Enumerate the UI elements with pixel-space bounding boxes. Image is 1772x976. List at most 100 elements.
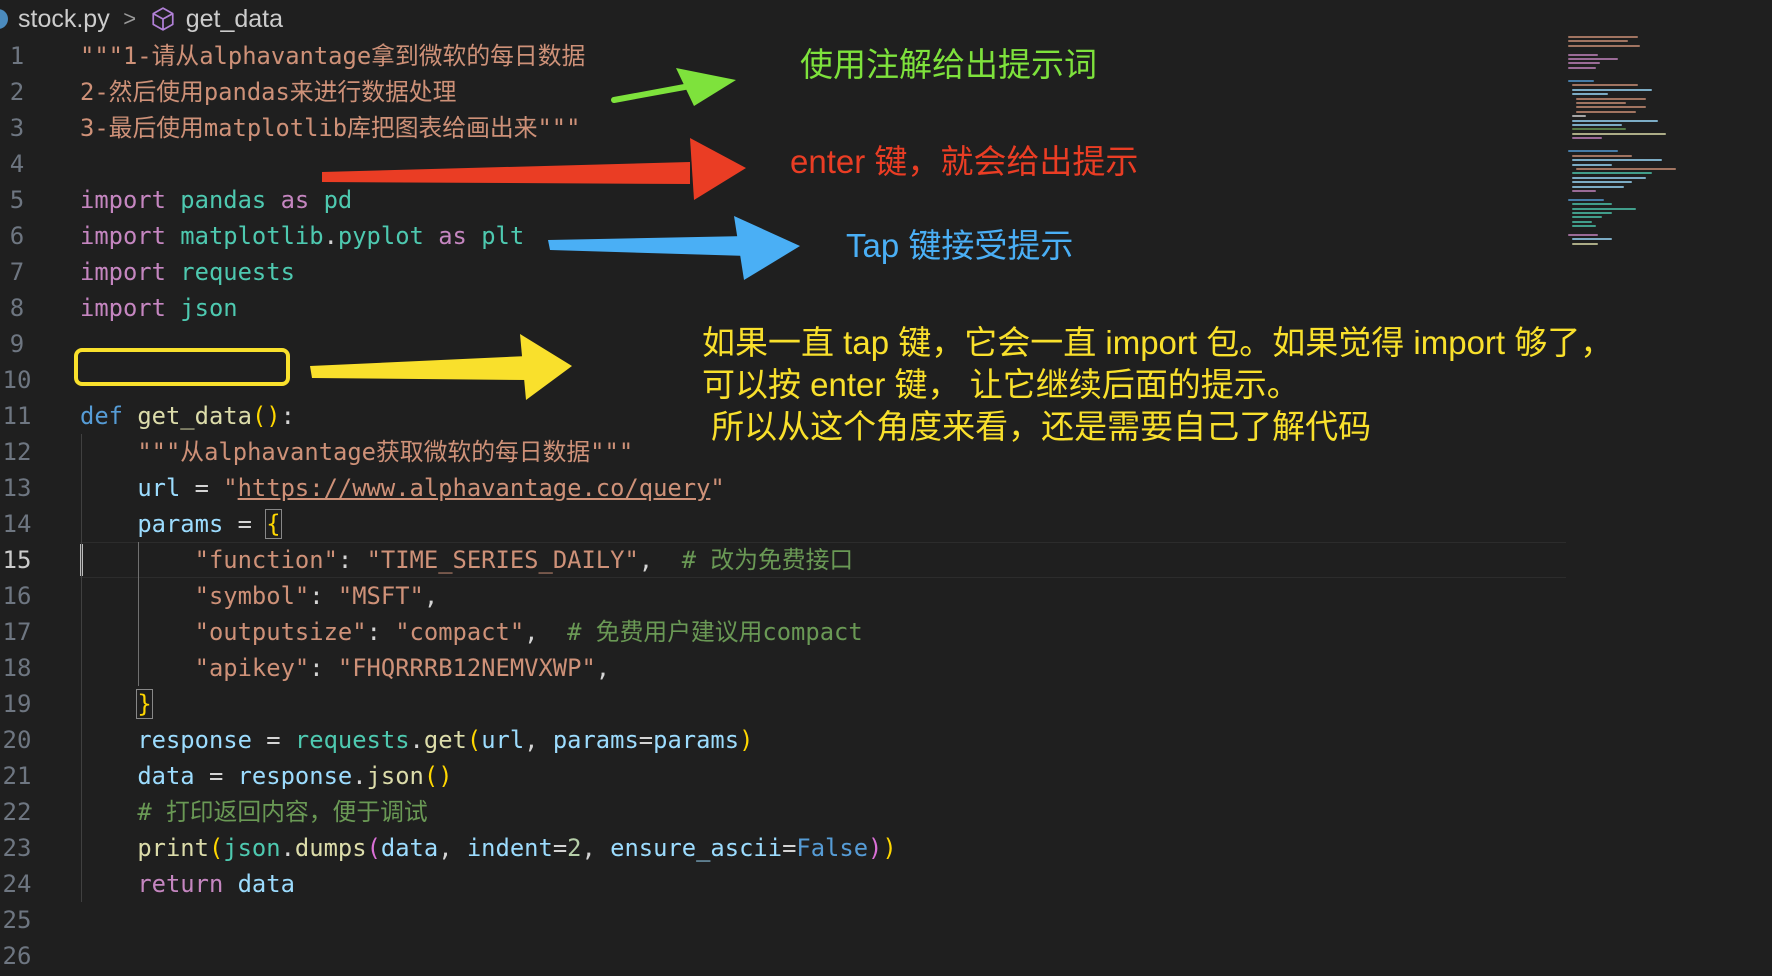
minimap[interactable] [1568, 36, 1678, 266]
code-token [80, 438, 137, 466]
code-text[interactable]: 2-然后使用pandas来进行数据处理 [80, 74, 456, 110]
code-text[interactable]: """1-请从alphavantage拿到微软的每日数据 [80, 38, 585, 74]
minimap-line [1572, 88, 1652, 91]
code-token: ( [466, 726, 482, 754]
minimap-line [1572, 225, 1596, 228]
code-token: "outputsize" [194, 618, 367, 646]
code-line[interactable]: 15 "function": "TIME_SERIES_DAILY", # 改为… [0, 542, 1772, 578]
code-line[interactable]: 18 "apikey": "FHQRRRB12NEMVXWP", [0, 650, 1772, 686]
code-token: , [638, 546, 682, 574]
code-token [309, 186, 323, 214]
code-token [166, 294, 180, 322]
code-token: , [595, 654, 611, 682]
code-token: """1-请从alphavantage拿到微软的每日数据 [80, 42, 586, 70]
minimap-line [1576, 102, 1626, 104]
line-number: 9 [9, 330, 25, 358]
code-line[interactable]: 14 params = { [0, 506, 1772, 542]
code-line[interactable]: 1"""1-请从alphavantage拿到微软的每日数据 [0, 38, 1772, 74]
code-line[interactable]: 19 } [0, 686, 1772, 722]
code-token: url [137, 474, 181, 502]
code-text[interactable]: response = requests.get(url, params=para… [80, 722, 753, 758]
code-line[interactable]: 26 [0, 938, 1772, 974]
code-line[interactable]: 4 [0, 146, 1772, 182]
code-line[interactable]: 17 "outputsize": "compact", # 免费用户建议用com… [0, 614, 1772, 650]
code-line[interactable]: 10 [0, 362, 1772, 398]
code-text[interactable]: print(json.dumps(data, indent=2, ensure_… [80, 830, 896, 866]
line-number: 16 [2, 582, 32, 610]
code-line[interactable]: 21 data = response.json() [0, 758, 1772, 794]
code-text[interactable]: """从alphavantage获取微软的每日数据""" [80, 434, 633, 470]
code-line[interactable]: 13 url = "https://www.alphavantage.co/qu… [0, 470, 1772, 506]
code-line[interactable]: 24 return data [0, 866, 1772, 902]
code-line[interactable]: 16 "symbol": "MSFT", [0, 578, 1772, 614]
code-token: ) [739, 726, 754, 754]
code-line[interactable]: 2 2-然后使用pandas来进行数据处理 [0, 74, 1772, 110]
code-text[interactable]: import pandas as pd [80, 182, 352, 218]
code-token: ) [868, 834, 883, 862]
minimap-line [1572, 220, 1592, 223]
minimap-line [1572, 163, 1612, 166]
code-text[interactable]: } [80, 686, 153, 722]
breadcrumb-symbol[interactable]: get_data [185, 4, 284, 33]
code-token: : [280, 402, 295, 430]
code-token: data [237, 870, 295, 898]
breadcrumb-file[interactable]: stock.py [18, 4, 110, 33]
code-token: , [438, 834, 467, 862]
minimap-line [1568, 53, 1598, 56]
code-line[interactable]: 9 [0, 326, 1772, 362]
minimap-line [1572, 207, 1636, 210]
code-line[interactable]: 23 print(json.dumps(data, indent=2, ensu… [0, 830, 1772, 866]
code-text[interactable]: data = response.json() [80, 758, 452, 794]
code-token [467, 222, 481, 250]
code-text[interactable]: def get_data(): [80, 398, 295, 434]
code-token: . [323, 222, 338, 250]
code-text[interactable]: "function": "TIME_SERIES_DAILY", # 改为免费接… [80, 542, 854, 578]
code-text[interactable]: url = "https://www.alphavantage.co/query… [80, 470, 725, 506]
code-token: pyplot [337, 222, 424, 250]
code-text[interactable]: "outputsize": "compact", # 免费用户建议用compac… [80, 614, 863, 650]
code-token: { [265, 509, 282, 539]
code-token: as [438, 222, 467, 250]
code-token: 3-最后使用matplotlib库把图表给画出来""" [80, 114, 581, 142]
code-editor[interactable]: 1"""1-请从alphavantage拿到微软的每日数据 2 2-然后使用pand… [0, 38, 1772, 976]
line-number: 2 [9, 78, 25, 106]
code-token: import [80, 294, 166, 322]
code-line[interactable]: 22 # 打印返回内容，便于调试 [0, 794, 1772, 830]
line-number: 20 [2, 726, 32, 754]
code-text[interactable]: 3-最后使用matplotlib库把图表给画出来""" [80, 110, 580, 146]
minimap-line [1572, 172, 1652, 175]
code-text[interactable]: import requests [80, 254, 295, 290]
code-token: params [137, 510, 224, 538]
code-token: "function" [194, 546, 338, 574]
code-token: "FHQRRRB12NEMVXWP" [337, 654, 596, 682]
code-token: " [710, 474, 725, 502]
code-token: , [581, 834, 611, 862]
code-text[interactable]: import matplotlib.pyplot as plt [80, 218, 524, 254]
minimap-line [1572, 203, 1612, 206]
code-token: import [80, 186, 166, 214]
code-text[interactable]: "apikey": "FHQRRRB12NEMVXWP", [80, 650, 611, 686]
minimap-line [1572, 159, 1662, 162]
code-line[interactable]: 20 response = requests.get(url, params=p… [0, 722, 1772, 758]
code-text[interactable]: params = { [80, 506, 282, 542]
minimap-line [1572, 154, 1632, 157]
minimap-line [1576, 110, 1636, 113]
code-line[interactable]: 25 [0, 902, 1772, 938]
code-text[interactable]: "symbol": "MSFT", [80, 578, 439, 614]
minimap-line [1568, 234, 1598, 236]
code-token [166, 258, 180, 286]
code-text[interactable]: return data [80, 866, 295, 902]
line-number: 24 [2, 870, 32, 898]
code-token: pandas [180, 186, 267, 214]
line-number: 13 [2, 474, 32, 502]
code-text[interactable]: # 打印返回内容，便于调试 [80, 794, 427, 830]
code-line[interactable]: 12 """从alphavantage获取微软的每日数据""" [0, 434, 1772, 470]
code-token: : [309, 654, 338, 682]
code-text[interactable]: import json [80, 290, 238, 326]
